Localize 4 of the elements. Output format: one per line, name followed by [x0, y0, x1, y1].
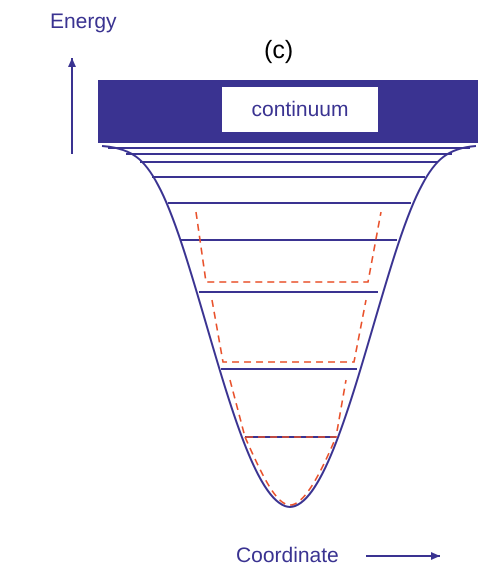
axis-label: Energy [50, 9, 117, 35]
continuum-label-box: continuum [222, 87, 378, 132]
axis-label: Coordinate [236, 543, 339, 567]
panel-label: (c) [264, 35, 294, 66]
